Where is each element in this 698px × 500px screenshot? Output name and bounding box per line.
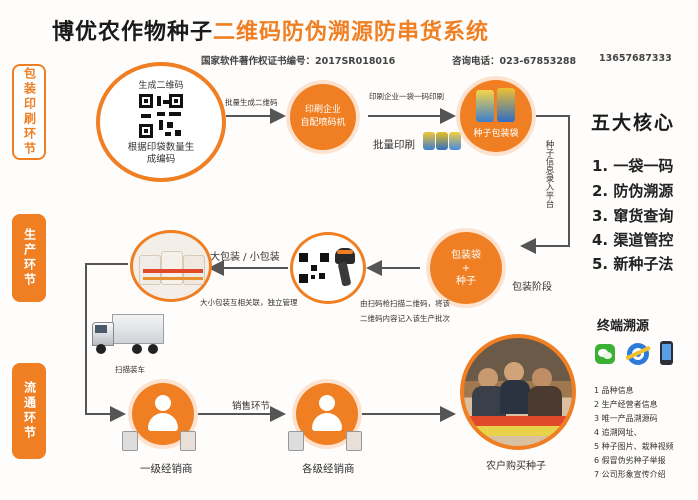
scan-note-2: 二维码内容记入该生产批次 (360, 314, 450, 323)
person-icon-2 (319, 395, 335, 411)
farmer-label: 农户购买种子 (486, 461, 546, 472)
title-orange: 二维码防伪溯源防串货系统 (213, 20, 490, 45)
farmer-market-image (460, 334, 576, 450)
core-item-3: 3. 窜货查询 (592, 207, 674, 225)
pack-link-note: 大小包装互相关联，独立管理 (200, 298, 298, 307)
trace-item-1: 1 品种信息 (594, 386, 634, 395)
qr-generation-node: 生成二维码 根据印袋数量生成编码 (96, 62, 226, 182)
core-item-2: 2. 防伪溯源 (592, 182, 674, 200)
phone-scan-icon-2 (288, 431, 304, 451)
stage-packaging: 包装印刷环节 (12, 64, 46, 160)
stage-production: 生产环节 (12, 214, 46, 302)
sales-label: 销售环节 (232, 401, 271, 412)
big-small-pack-text: 大包装 / 小包装 (210, 252, 280, 263)
title-black: 博优农作物种子 (52, 20, 214, 45)
person-icon (155, 395, 171, 411)
one-bag-print-label: 印刷企业一袋一码印刷 (369, 92, 444, 101)
printed-bags-image (423, 130, 463, 152)
pos-device-icon (180, 431, 196, 451)
trace-item-7: 7 公司形象宣传介绍 (594, 470, 666, 479)
trace-item-2: 2 生产经营者信息 (594, 400, 658, 409)
gen-caption: 根据印袋数量生成编码 (127, 142, 195, 165)
scan-note-1: 由扫码枪扫描二维码，将该 (360, 299, 450, 308)
core-title: 五大核心 (591, 112, 676, 134)
page-title: 博优农作物种子二维码防伪溯源防串货系统 (52, 14, 489, 46)
core-item-4: 4. 渠道管控 (592, 231, 674, 249)
scan-load-label: 扫描装车 (115, 365, 145, 374)
first-dealer-label: 一级经销商 (140, 463, 193, 475)
phone-scan-icon (122, 431, 138, 451)
mobile-number: 13657687333 (599, 53, 672, 64)
entry-platform-label: 种子信息录入平台 (544, 140, 554, 208)
copyright-number: 国家软件著作权证书编号：2017SR018016 (201, 56, 396, 67)
big-small-pack-label: 大包装 / 小包装 (210, 245, 280, 264)
gen-title: 生成二维码 (138, 81, 184, 91)
qr-code-icon (139, 94, 183, 138)
all-dealers-label: 各级经销商 (302, 463, 355, 475)
scan-qr-icon (299, 253, 329, 283)
print-company-node: 印刷企业 自配喷码机 (290, 84, 356, 150)
terminal-title: 终端溯源 (597, 319, 650, 334)
pack-stage-label: 包装阶段 (512, 282, 552, 293)
pack-bag-node: 包装袋 + 种子 (430, 232, 502, 304)
batch-print-label: 批量印刷 (373, 139, 415, 151)
smartphone-icon (660, 341, 673, 365)
truck-icon (92, 312, 164, 358)
seed-bag-node: 种子包装袋 (460, 80, 532, 152)
packed-bags-image (130, 230, 212, 302)
stage-circulation: 流通环节 (12, 363, 46, 459)
trace-item-5: 5 种子图片、栽种视频 (594, 442, 674, 451)
scanner-node (290, 232, 366, 304)
trace-item-3: 3 唯一产品溯源码 (594, 414, 658, 423)
phone-number: 咨询电话：023-67853288 (452, 56, 577, 67)
barcode-scanner-icon (333, 248, 357, 288)
core-item-5: 5. 新种子法 (592, 255, 674, 273)
wechat-icon (595, 344, 615, 364)
trace-item-6: 6 假冒伪劣种子举报 (594, 456, 666, 465)
seed-bag-label: 种子包装袋 (473, 129, 519, 139)
core-item-1: 1. 一袋一码 (592, 157, 674, 175)
trace-item-4: 4 追溯网址、 (594, 428, 642, 437)
first-dealer-node (132, 383, 194, 445)
batch-generate-label: 批量生成二维码 (225, 98, 278, 107)
pos-device-icon-2 (346, 431, 362, 451)
browser-icon (625, 343, 651, 365)
